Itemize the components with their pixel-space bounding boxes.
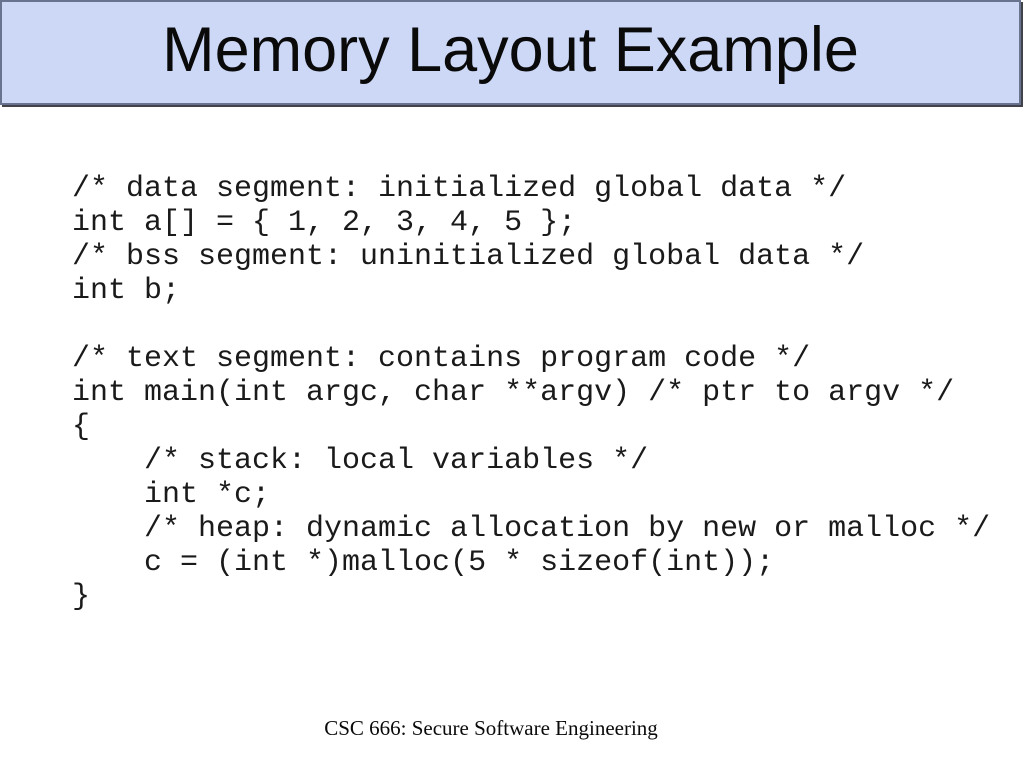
code-line: /* stack: local variables */ [72,444,649,478]
slide-footer: CSC 666: Secure Software Engineering [324,716,658,740]
code-block: /* data segment: initialized global data… [72,172,990,614]
slide-title-bar: Memory Layout Example [0,0,1021,105]
code-line: int main(int argc, char **argv) /* ptr t… [72,376,955,410]
code-line: int *c; [72,478,271,512]
code-line [72,308,990,342]
code-line: int b; [72,274,181,308]
code-line: int a[] = { 1, 2, 3, 4, 5 }; [72,206,577,240]
slide-title: Memory Layout Example [162,15,859,85]
code-line: /* data segment: initialized global data… [72,172,847,206]
code-line: } [72,580,91,614]
code-line: c = (int *)malloc(5 * sizeof(int)); [72,546,775,580]
code-line: /* text segment: contains program code *… [72,342,811,376]
code-line: /* bss segment: uninitialized global dat… [72,240,865,274]
code-line: /* heap: dynamic allocation by new or ma… [72,512,991,546]
code-line: { [72,410,91,444]
